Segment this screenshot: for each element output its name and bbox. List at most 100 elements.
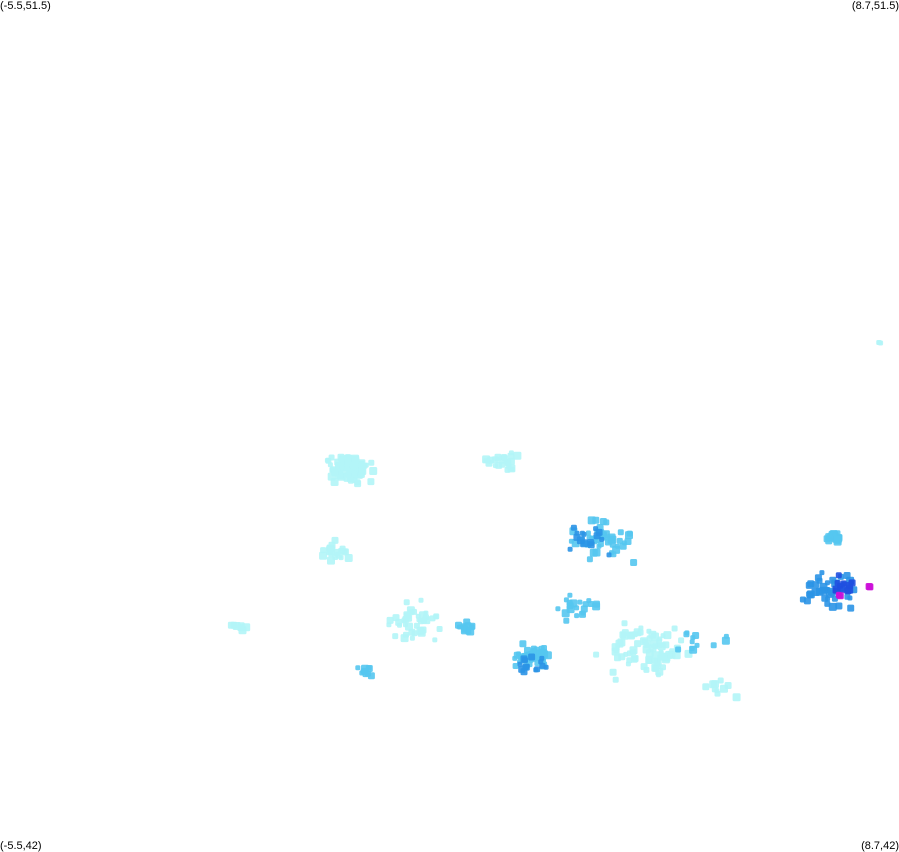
- rain-cell-south-light: [678, 637, 685, 644]
- rain-cell-west-large: [328, 454, 335, 461]
- rain-cell-scatter-b: [709, 680, 718, 689]
- rain-cell-south-light: [671, 625, 678, 632]
- rain-cell-west-large: [351, 455, 360, 464]
- rain-cell-west-large: [369, 467, 378, 475]
- rain-cell-far-west: [227, 621, 235, 629]
- rain-cell-sw-light: [418, 597, 424, 603]
- rain-cell-center-band: [617, 529, 624, 536]
- rain-cell-sw-light: [405, 622, 413, 631]
- rain-cell-west-scatter: [327, 556, 335, 565]
- rain-cell-center-band: [603, 519, 610, 526]
- rain-cell-south-blob-dark: [533, 667, 539, 673]
- rain-cell-west-large: [339, 465, 345, 470]
- rain-cell-east-core: [847, 595, 853, 601]
- rain-cell-center-band: [625, 531, 633, 540]
- rain-cell-sw-cells: [460, 623, 468, 631]
- rain-cell-scatter-a: [689, 639, 695, 645]
- rain-cell-west-large: [368, 459, 375, 466]
- rain-cell-mid-cells: [566, 599, 573, 606]
- rain-cell-west-large: [351, 471, 358, 478]
- rain-cell-east-core: [835, 602, 843, 610]
- rain-cell-east-core: [828, 602, 837, 611]
- rain-cell-scatter-a: [689, 646, 695, 651]
- rain-cell-south-light: [651, 632, 659, 641]
- rain-cell-south-light: [651, 657, 658, 664]
- rain-cell-west-mid: [505, 462, 512, 469]
- rain-cell-sw-light: [392, 633, 399, 640]
- rain-cell-center-band-dark: [599, 536, 605, 542]
- rain-cell-center-band-dark: [606, 552, 612, 558]
- rain-cell-center-band-dark: [587, 541, 595, 549]
- rain-cell-south-blob: [536, 649, 545, 658]
- precipitation-cells: [227, 340, 884, 702]
- corner-label-top-right: (8.7,51.5): [851, 0, 899, 12]
- rain-cell-east-core: [825, 596, 831, 602]
- rain-cell-center-band: [586, 556, 593, 563]
- rain-cell-center-band-dark: [570, 524, 577, 531]
- rain-cell-sw-light: [403, 599, 410, 606]
- rain-cell-center-band: [589, 548, 598, 557]
- rain-cell-south-light: [657, 642, 666, 651]
- rain-cell-mid-cells: [555, 606, 561, 612]
- rain-cell-south-light: [651, 651, 660, 660]
- rain-cell-south-light: [660, 664, 666, 671]
- rain-cell-east-peak-a: [836, 591, 842, 597]
- rain-cell-far-west: [237, 622, 245, 630]
- rain-cell-south-light: [637, 629, 644, 636]
- rain-cell-scatter-a: [721, 636, 730, 645]
- rain-cell-center-band: [630, 559, 638, 566]
- rain-cell-mid-cells: [574, 605, 580, 611]
- rain-cell-mid-cells: [577, 599, 583, 605]
- rain-cell-scatter-a: [690, 635, 696, 641]
- rain-cell-west-large: [354, 479, 361, 486]
- rain-cell-south-light: [609, 668, 617, 676]
- rain-cell-scatter-b: [702, 683, 710, 691]
- rain-cell-center-band: [616, 537, 623, 544]
- rain-cell-south-light: [638, 625, 644, 631]
- rain-cell-west-large: [331, 469, 339, 477]
- rain-cell-south-blob: [532, 648, 538, 654]
- rain-cell-center-band: [585, 530, 591, 536]
- rain-cell-sw-light: [411, 630, 418, 637]
- rain-cell-mid-cells: [592, 602, 601, 611]
- rain-cell-sw-small: [355, 665, 361, 671]
- rain-cell-south-light: [630, 649, 637, 656]
- rain-cell-south-light: [593, 651, 600, 658]
- rain-cell-east-core: [847, 604, 855, 612]
- rain-cell-center-band-dark: [580, 539, 589, 548]
- rain-cell-mid-cells: [574, 613, 580, 619]
- rain-cell-scatter-a: [675, 646, 682, 653]
- rain-cell-east-core-deep: [835, 572, 842, 579]
- corner-label-bottom-right: (8.7,42): [861, 840, 899, 852]
- rain-cell-east-core-deep: [834, 580, 841, 586]
- rain-cell-south-light: [619, 631, 627, 639]
- rain-cell-east-core: [805, 581, 813, 589]
- rain-cell-south-light: [630, 655, 638, 663]
- rain-cell-west-scatter: [320, 547, 327, 554]
- rain-cell-mid-cells: [580, 610, 586, 616]
- rain-cell-sw-light: [386, 616, 394, 624]
- rain-cell-center-band-dark: [567, 546, 573, 552]
- rain-cell-sw-light: [432, 637, 438, 643]
- rain-cell-sw-light: [403, 631, 409, 638]
- rain-cell-east-core: [799, 596, 806, 603]
- rain-cell-east-core-deep: [846, 581, 854, 589]
- rain-cell-mid-cells: [561, 609, 570, 618]
- rain-cell-sw-light: [406, 606, 415, 615]
- rain-cell-south-light: [613, 648, 619, 654]
- rain-cell-sw-small: [365, 670, 371, 677]
- rain-cell-west-large: [344, 464, 350, 470]
- rain-cell-sw-light: [415, 613, 421, 619]
- rain-cell-west-mid: [482, 455, 491, 464]
- rain-cell-east-core: [814, 574, 822, 582]
- rain-cell-center-band: [587, 516, 596, 525]
- rain-cell-east-bar: [827, 532, 833, 538]
- rain-cell-center-band: [619, 542, 627, 550]
- rain-cell-west-scatter: [319, 551, 328, 560]
- rain-cell-south-light: [659, 652, 668, 661]
- rain-cell-south-light: [634, 640, 642, 648]
- rain-cell-west-mid: [501, 455, 508, 461]
- rain-cell-east-core-deep: [844, 587, 852, 595]
- rain-cell-scatter-a: [694, 642, 700, 648]
- rain-cell-south-blob-dark: [517, 661, 523, 667]
